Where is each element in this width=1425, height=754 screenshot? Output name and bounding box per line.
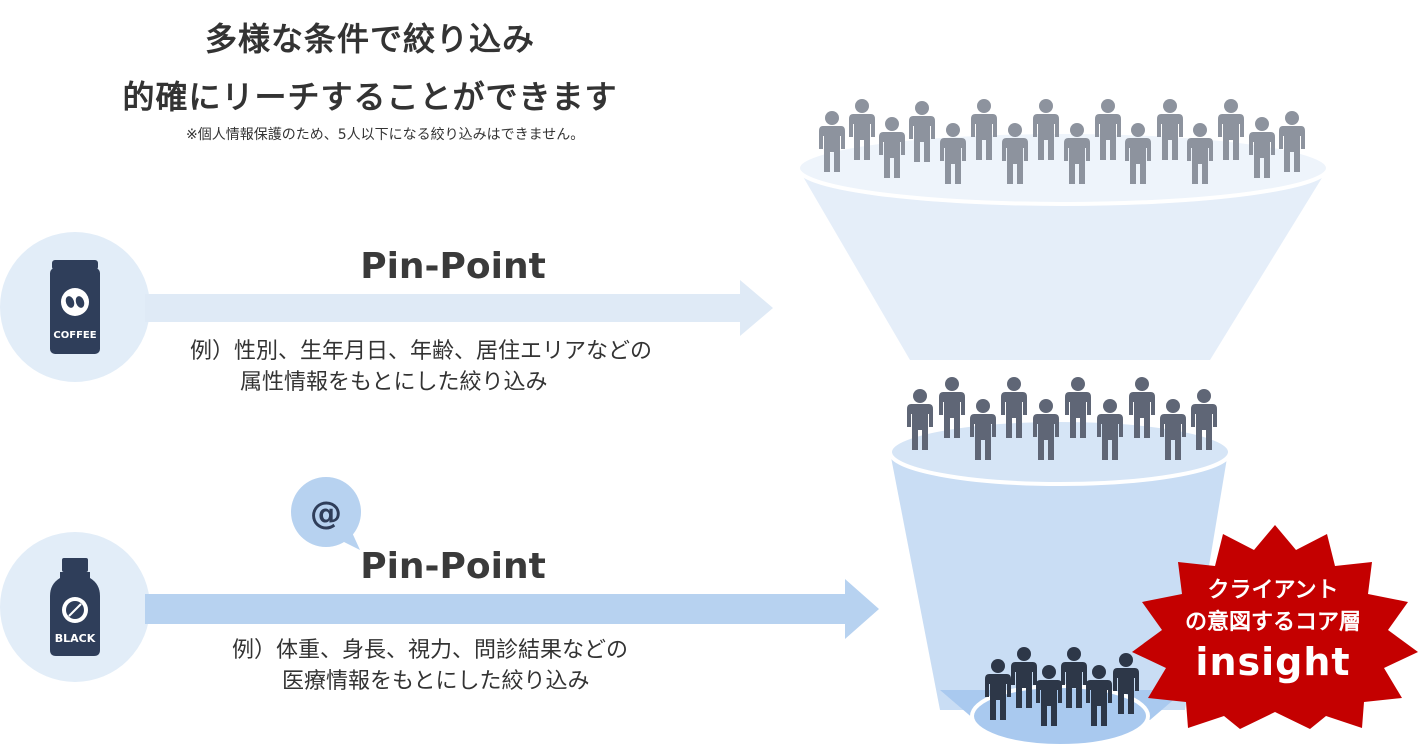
funnel-top-rim: [796, 130, 1330, 206]
row-2-description-line-1: 例）体重、身長、視力、問診結果などの: [232, 638, 629, 663]
row-2-description-line-2: 医療情報をもとにした絞り込み: [282, 669, 590, 694]
pinpoint-title-1: Pin-Point: [360, 246, 546, 287]
coffee-can-label: COFFEE: [53, 330, 96, 341]
privacy-note: ※個人情報保護のため、5人以下になる絞り込みはできません。: [186, 127, 585, 143]
insight-logo: insight: [1195, 640, 1351, 684]
black-bottle-icon: BLACK: [0, 532, 150, 682]
black-bottle-label: BLACK: [55, 632, 96, 645]
at-speech-bubble: @: [291, 477, 361, 550]
at-icon: @: [310, 494, 342, 532]
row-1-description-line-2: 属性情報をもとにした絞り込み: [240, 370, 548, 395]
coffee-circle: COFFEE: [0, 232, 150, 382]
badge-line-2: の意図するコア層: [1184, 610, 1361, 635]
row-1-description-line-1: 例）性別、生年月日、年齢、居住エリアなどの: [190, 339, 653, 364]
pinpoint-title-2: Pin-Point: [360, 546, 546, 587]
arrow-row-1: [145, 280, 773, 336]
arrow-row-2: [145, 579, 879, 639]
badge-line-1: クライアント: [1207, 578, 1339, 603]
black-circle: BLACK: [0, 532, 150, 682]
headline-line-2: 的確にリーチすることができます: [122, 78, 618, 116]
funnel-top-section: [798, 168, 1328, 360]
insight-starburst-badge: [1132, 525, 1418, 729]
headline-line-1: 多様な条件で絞り込み: [204, 20, 535, 58]
coffee-can-icon: COFFEE: [0, 232, 150, 382]
